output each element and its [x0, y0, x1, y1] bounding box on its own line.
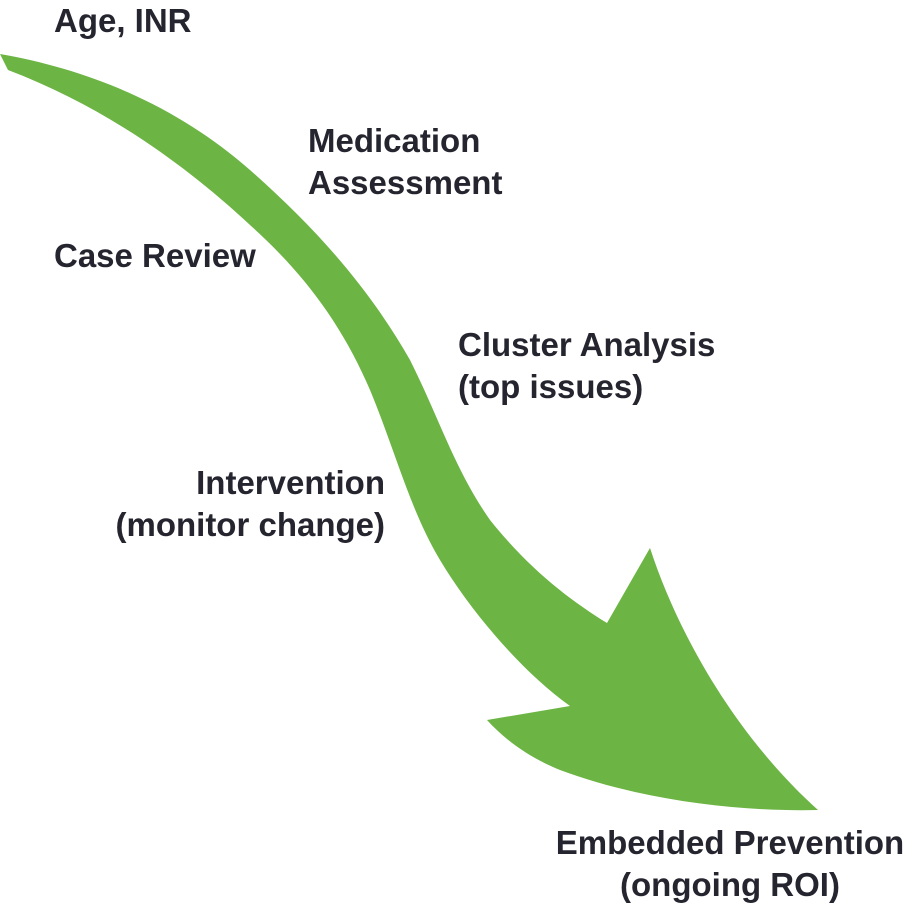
step-sublabel: (monitor change)	[115, 506, 386, 543]
arrow-shape	[0, 54, 818, 811]
step-label: Assessment	[308, 164, 503, 201]
step-label: Medication	[308, 122, 481, 159]
step-sublabel: (top issues)	[458, 368, 644, 405]
step-label: Case Review	[54, 237, 256, 274]
step-label: Embedded Prevention	[555, 824, 905, 861]
step-sublabel: (ongoing ROI)	[620, 866, 840, 903]
step-embedded-prevention: Embedded Prevention (ongoing ROI)	[545, 822, 915, 906]
step-label: Intervention	[196, 464, 385, 501]
step-label: Age, INR	[54, 2, 192, 39]
step-cluster-analysis: Cluster Analysis (top issues)	[458, 324, 715, 408]
step-intervention: Intervention (monitor change)	[116, 462, 386, 546]
step-age-inr: Age, INR	[54, 0, 192, 42]
step-case-review: Case Review	[54, 235, 256, 277]
step-medication-assessment: Medication Assessment	[308, 120, 502, 204]
step-label: Cluster Analysis	[458, 326, 716, 363]
